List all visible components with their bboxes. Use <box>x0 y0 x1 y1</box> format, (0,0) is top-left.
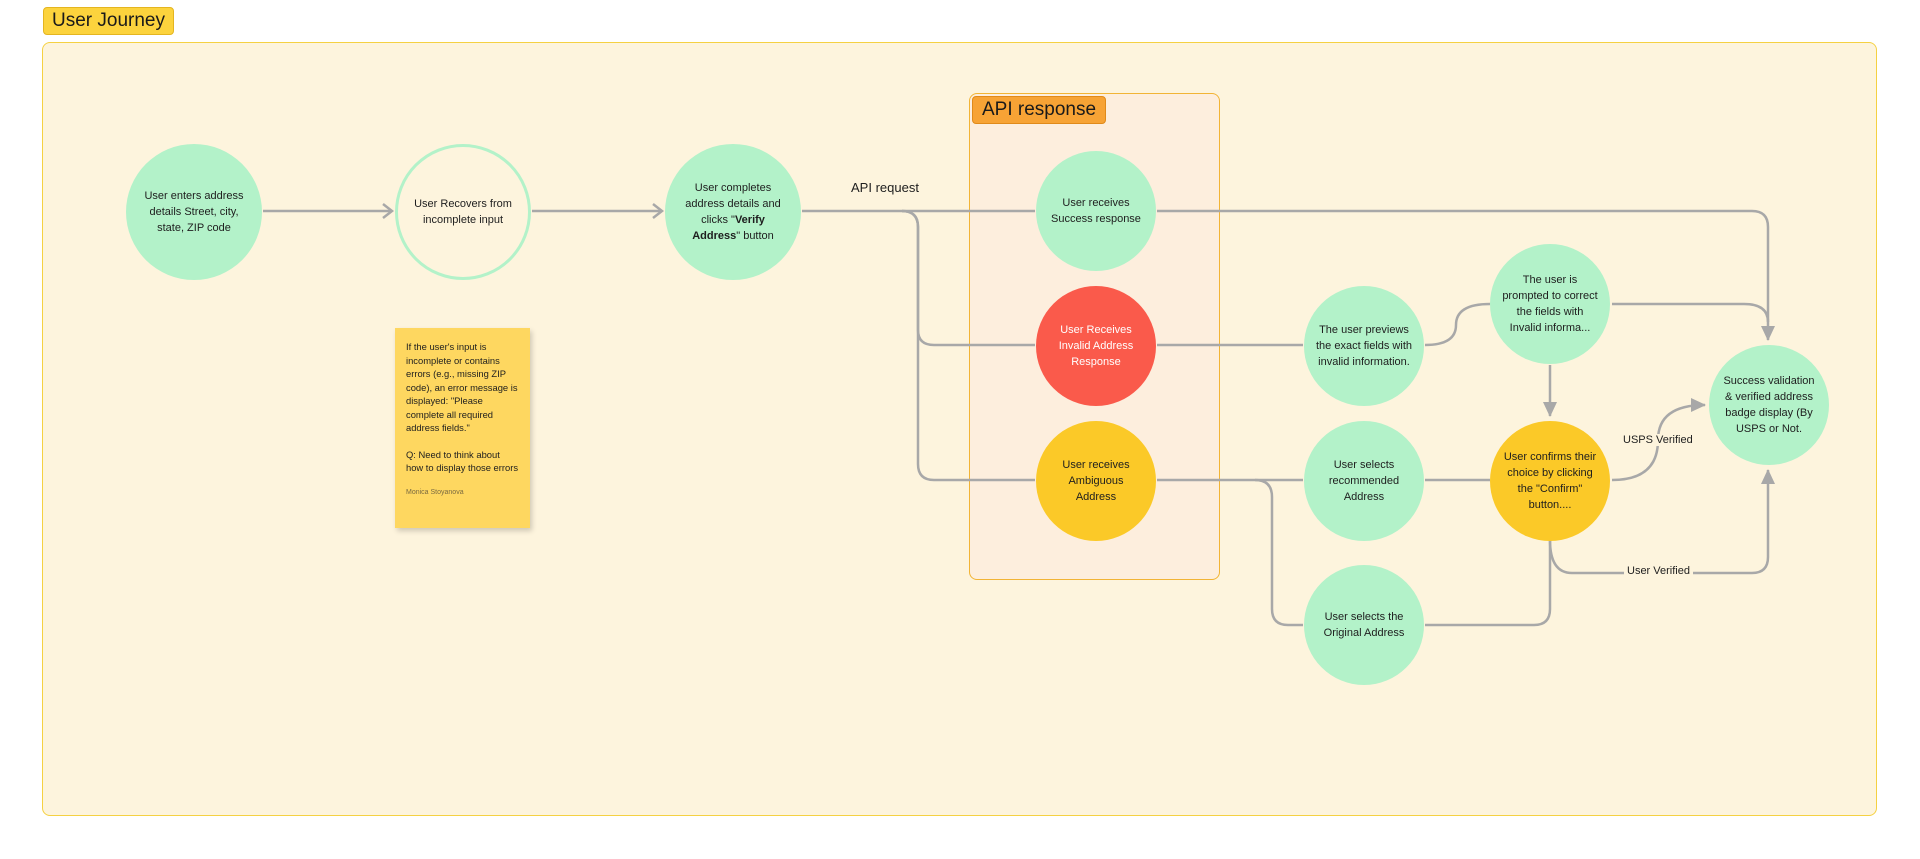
user-verified-label: User Verified <box>1624 565 1693 577</box>
node-invalid-response[interactable]: User Receives Invalid Address Response <box>1036 286 1156 406</box>
node-confirm-choice[interactable]: User confirms their choice by clicking t… <box>1490 421 1610 541</box>
complete-details-text: User completes address details and click… <box>685 182 781 242</box>
api-response-title[interactable]: API response <box>972 96 1107 124</box>
node-success-response[interactable]: User receives Success response <box>1036 151 1156 271</box>
api-request-label: API request <box>851 180 919 195</box>
usps-verified-label: USPS Verified <box>1620 434 1696 446</box>
node-success-validation[interactable]: Success validation & verified address ba… <box>1709 345 1829 465</box>
edge-success-to-final <box>1157 209 1775 341</box>
board-title[interactable]: User Journey <box>43 7 174 35</box>
node-prompted-correct[interactable]: The user is prompted to correct the fiel… <box>1490 244 1610 364</box>
node-preview-fields[interactable]: The user previews the exact fields with … <box>1304 286 1424 406</box>
edge-to-ambiguous <box>901 209 1035 482</box>
edge-confirm-user-verified <box>1548 469 1775 575</box>
node-select-recommended[interactable]: User selects recommended Address <box>1304 421 1424 541</box>
sticky-note-body: If the user's input is incomplete or con… <box>406 341 518 433</box>
sticky-note-question: Q: Need to think about how to display th… <box>406 448 519 474</box>
node-complete-details[interactable]: User completes address details and click… <box>665 144 801 280</box>
sticky-note-author: Monica Stoyanova <box>406 488 464 496</box>
node-enter-address[interactable]: User enters address details Street, city… <box>126 144 262 280</box>
edge-preview-to-prompted <box>1424 302 1491 347</box>
edge-to-invalid <box>901 209 1035 347</box>
edge-original-to-confirm <box>1425 540 1552 627</box>
edge-prompted-to-final <box>1612 302 1770 323</box>
edge-ambiguous-to-original <box>1254 478 1303 627</box>
node-ambiguous-address[interactable]: User receives Ambiguous Address <box>1036 421 1156 541</box>
node-select-original[interactable]: User selects the Original Address <box>1304 565 1424 685</box>
node-recover-input[interactable]: User Recovers from incomplete input <box>395 144 531 280</box>
sticky-note[interactable]: If the user's input is incomplete or con… <box>395 328 530 528</box>
